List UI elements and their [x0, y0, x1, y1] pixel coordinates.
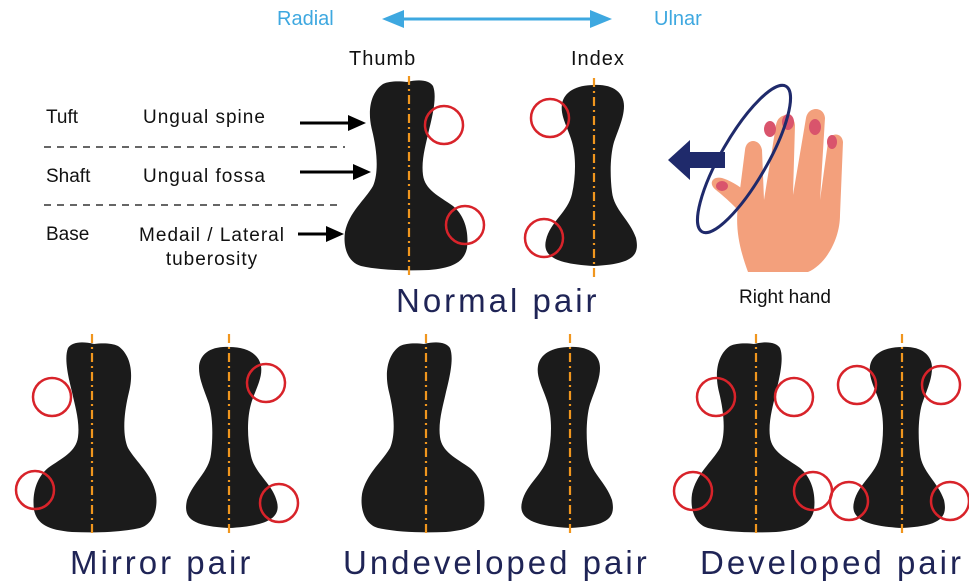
marker-circle [531, 99, 569, 137]
ungual-spine-arrow [300, 115, 366, 131]
tuberosity-label-line2: tuberosity [128, 248, 296, 272]
radial-label: Radial [277, 8, 334, 31]
normal-pair-index-phalanx [545, 78, 637, 277]
base-label: Base [46, 224, 89, 246]
mirror-pair-left-phalanx [34, 334, 157, 537]
index-label: Index [571, 48, 625, 71]
ungual-spine-label: Ungual spine [143, 107, 266, 129]
ungual-fossa-arrow [300, 164, 371, 180]
ulnar-label: Ulnar [654, 8, 702, 31]
tuberosity-label: Medail / Lateral tuberosity [128, 224, 296, 272]
developed-pair-left-phalanx [692, 334, 815, 537]
developed-pair-title: Developed pair [700, 544, 964, 582]
mirror-pair-title: Mirror pair [70, 544, 253, 582]
normal-pair-title: Normal pair [396, 282, 600, 320]
thumb-label: Thumb [349, 48, 416, 71]
tuft-label: Tuft [46, 107, 78, 129]
right-hand-illustration [668, 75, 843, 272]
undeveloped-pair-title: Undeveloped pair [343, 544, 650, 582]
tuberosity-label-line1: Medail / Lateral [128, 224, 296, 248]
tuberosity-arrow [298, 226, 344, 242]
right-hand-caption: Right hand [739, 287, 831, 309]
marker-circle [425, 106, 463, 144]
shaft-label: Shaft [46, 166, 90, 188]
undeveloped-pair-right-phalanx [521, 334, 613, 537]
marker-circle [838, 366, 876, 404]
undeveloped-pair-left-phalanx [362, 334, 485, 537]
marker-circle [775, 378, 813, 416]
ungual-fossa-label: Ungual fossa [143, 166, 266, 188]
marker-circle [33, 378, 71, 416]
radial-ulnar-arrow [382, 10, 612, 28]
